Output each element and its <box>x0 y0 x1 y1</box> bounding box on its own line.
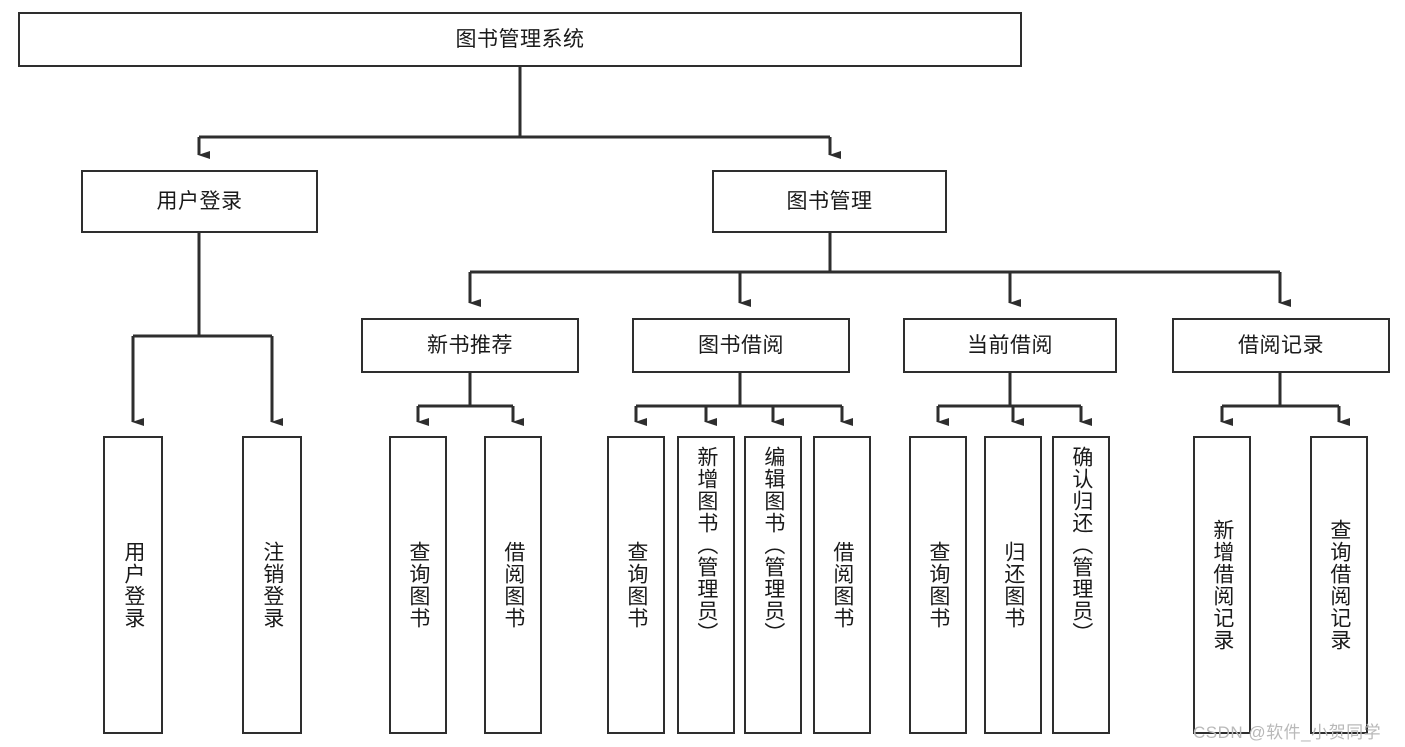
leaf-query-book-recommend[interactable]: 查询图书 <box>389 436 447 734</box>
leaf-user-login-label: 用户登录 <box>121 541 145 629</box>
edge-userlogin-to-leaves <box>131 233 283 426</box>
node-new-book-recommend-label: 新书推荐 <box>427 333 513 357</box>
leaf-query-borrow-record[interactable]: 查询借阅记录 <box>1310 436 1368 734</box>
node-book-management[interactable]: 图书管理 <box>712 170 947 233</box>
node-borrow-records-label: 借阅记录 <box>1238 333 1324 357</box>
node-book-borrow[interactable]: 图书借阅 <box>632 318 850 373</box>
node-borrow-records[interactable]: 借阅记录 <box>1172 318 1390 373</box>
leaf-query-book-borrow[interactable]: 查询图书 <box>607 436 665 734</box>
edge-current-to-leaves <box>936 373 1092 426</box>
leaf-confirm-return-admin-label: 确认归还（管理员） <box>1069 446 1093 644</box>
edge-root-to-level2 <box>197 67 841 159</box>
leaf-borrow-book-recommend[interactable]: 借阅图书 <box>484 436 542 734</box>
leaf-return-book-label: 归还图书 <box>1001 541 1025 629</box>
leaf-confirm-return-admin[interactable]: 确认归还（管理员） <box>1052 436 1110 734</box>
leaf-query-book-recommend-label: 查询图书 <box>406 541 430 629</box>
leaf-query-book-borrow-label: 查询图书 <box>624 541 648 629</box>
leaf-borrow-book-recommend-label: 借阅图书 <box>501 541 525 629</box>
leaf-logout[interactable]: 注销登录 <box>242 436 302 734</box>
node-user-login-label: 用户登录 <box>156 189 243 213</box>
leaf-add-book-admin[interactable]: 新增图书（管理员） <box>677 436 735 734</box>
node-root-system[interactable]: 图书管理系统 <box>18 12 1022 67</box>
leaf-query-borrow-record-label: 查询借阅记录 <box>1327 519 1351 651</box>
leaf-edit-book-admin-label: 编辑图书（管理员） <box>761 446 785 644</box>
node-new-book-recommend[interactable]: 新书推荐 <box>361 318 579 373</box>
edge-newbooks-to-leaves <box>416 373 524 426</box>
leaf-query-book-current[interactable]: 查询图书 <box>909 436 967 734</box>
node-book-management-label: 图书管理 <box>786 189 873 213</box>
node-current-borrow[interactable]: 当前借阅 <box>903 318 1117 373</box>
leaf-return-book[interactable]: 归还图书 <box>984 436 1042 734</box>
edge-books-to-level3 <box>468 233 1291 307</box>
leaf-edit-book-admin[interactable]: 编辑图书（管理员） <box>744 436 802 734</box>
leaf-borrow-book-label: 借阅图书 <box>830 541 854 629</box>
edge-borrow-to-leaves <box>634 373 853 426</box>
leaf-logout-label: 注销登录 <box>260 541 284 629</box>
leaf-add-borrow-record-label: 新增借阅记录 <box>1210 519 1234 651</box>
node-book-borrow-label: 图书借阅 <box>698 333 784 357</box>
node-root-label: 图书管理系统 <box>455 27 585 51</box>
edge-records-to-leaves <box>1220 373 1350 426</box>
leaf-add-borrow-record[interactable]: 新增借阅记录 <box>1193 436 1251 734</box>
leaf-user-login[interactable]: 用户登录 <box>103 436 163 734</box>
node-current-borrow-label: 当前借阅 <box>967 333 1053 357</box>
leaf-query-book-current-label: 查询图书 <box>926 541 950 629</box>
leaf-borrow-book[interactable]: 借阅图书 <box>813 436 871 734</box>
leaf-add-book-admin-label: 新增图书（管理员） <box>694 446 718 644</box>
node-user-login[interactable]: 用户登录 <box>81 170 318 233</box>
